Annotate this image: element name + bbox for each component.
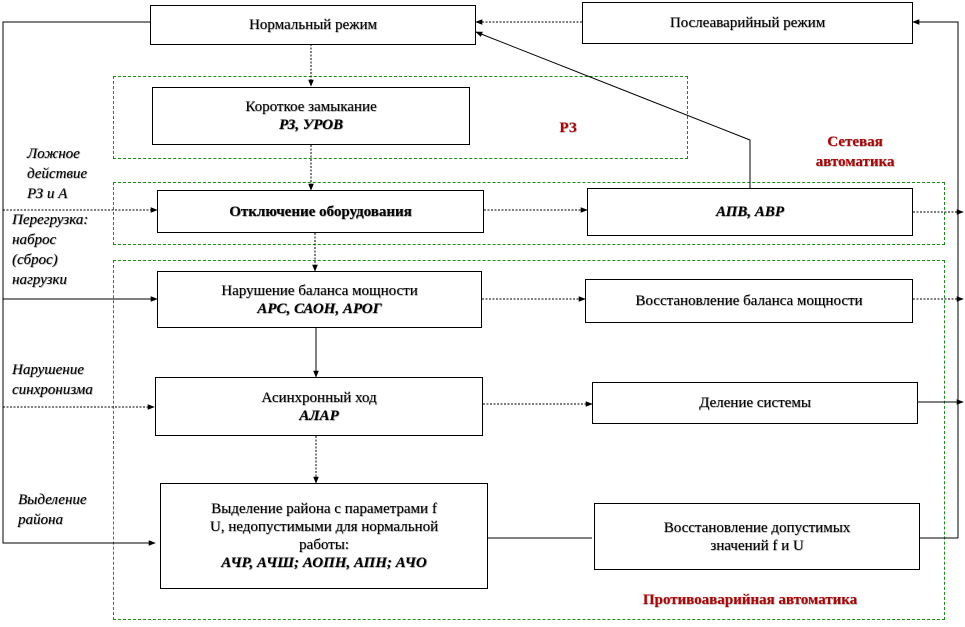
box-restore-values-line2: значений f и U bbox=[710, 537, 804, 554]
zone-rz-label: РЗ bbox=[559, 120, 577, 136]
box-async-run-sub: АЛАР bbox=[299, 407, 339, 424]
box-system-split-label: Деление системы bbox=[699, 395, 811, 411]
side-label-false-action-3: РЗ и А bbox=[27, 186, 68, 202]
box-short-circuit-title: Короткое замыкание bbox=[245, 99, 377, 115]
box-restore-values: Восстановление допустимых значений f и U bbox=[594, 503, 920, 570]
side-label-sync-loss: Нарушение синхронизма bbox=[12, 360, 93, 400]
arrow-apv-to-normal bbox=[475, 31, 751, 188]
side-label-sync-2: синхронизма bbox=[12, 382, 93, 398]
box-region-sub: АЧР, АЧШ; АОПН, АПН; АЧО bbox=[221, 555, 427, 571]
box-region-separation: Выделение района с параметрами f U, недо… bbox=[160, 483, 488, 589]
side-label-overload-3: (сброс) bbox=[12, 252, 58, 268]
box-equipment-off: Отключение оборудования bbox=[157, 190, 484, 233]
side-label-region-1: Выделение bbox=[18, 492, 87, 508]
side-label-sync-1: Нарушение bbox=[12, 362, 84, 378]
zone-emergency-automation bbox=[113, 260, 945, 620]
box-async-run-title: Асинхронный ход bbox=[261, 389, 377, 406]
box-normal-mode: Нормальный режим bbox=[150, 5, 476, 45]
box-system-split: Деление системы bbox=[592, 382, 918, 424]
side-label-overload: Перегрузка: наброс (сброс) нагрузки bbox=[12, 210, 88, 290]
box-power-balance-title: Нарушение баланса мощности bbox=[221, 282, 418, 299]
box-restore-balance-label: Восстановление баланса мощности bbox=[635, 293, 863, 309]
zone-network-label: Сетевая автоматика bbox=[795, 132, 915, 172]
box-restore-values-line1: Восстановление допустимых bbox=[663, 519, 851, 536]
box-region-line1: Выделение района с параметрами f bbox=[211, 501, 437, 517]
side-label-overload-1: Перегрузка: bbox=[12, 212, 89, 228]
box-apv-avr-label: АПВ, АВР bbox=[716, 204, 784, 220]
zone-emergency-label: Противоаварийная автоматика bbox=[642, 592, 858, 608]
zone-network-label-line1: Сетевая bbox=[827, 134, 883, 150]
side-label-overload-2: наброс bbox=[12, 232, 57, 248]
left-feedback-line bbox=[2, 21, 156, 546]
bus-to-post bbox=[912, 19, 959, 538]
side-label-region: Выделение района bbox=[18, 490, 87, 530]
box-power-balance: Нарушение баланса мощности АРС, САОН, АР… bbox=[157, 271, 482, 328]
box-equipment-off-label: Отключение оборудования bbox=[229, 203, 412, 220]
box-post-emergency-mode: Послеаварийный режим bbox=[582, 2, 913, 44]
side-label-overload-4: нагрузки bbox=[12, 272, 67, 288]
box-short-circuit: Короткое замыкание РЗ, УРОВ bbox=[152, 87, 470, 145]
zone-network-automation bbox=[113, 182, 945, 245]
zone-rz bbox=[113, 76, 688, 159]
zone-network-label-line2: автоматика bbox=[815, 154, 895, 170]
box-post-emergency-label: Послеаварийный режим bbox=[669, 15, 826, 31]
box-short-circuit-sub: РЗ, УРОВ bbox=[278, 117, 344, 133]
box-async-run: Асинхронный ход АЛАР bbox=[155, 377, 483, 436]
side-label-false-action-1: Ложное bbox=[27, 146, 80, 162]
side-label-false-action: Ложное действие РЗ и А bbox=[27, 144, 87, 204]
box-normal-mode-label: Нормальный режим bbox=[248, 17, 378, 33]
box-region-line3: работы: bbox=[299, 537, 349, 553]
side-label-false-action-2: действие bbox=[27, 166, 88, 182]
box-power-balance-sub: АРС, САОН, АРОГ bbox=[257, 300, 382, 317]
box-restore-balance: Восстановление баланса мощности bbox=[585, 279, 913, 323]
box-apv-avr: АПВ, АВР bbox=[587, 188, 913, 236]
box-region-line2: U, недопустимыми для нормальной bbox=[209, 519, 439, 535]
side-label-region-2: района bbox=[18, 512, 63, 528]
